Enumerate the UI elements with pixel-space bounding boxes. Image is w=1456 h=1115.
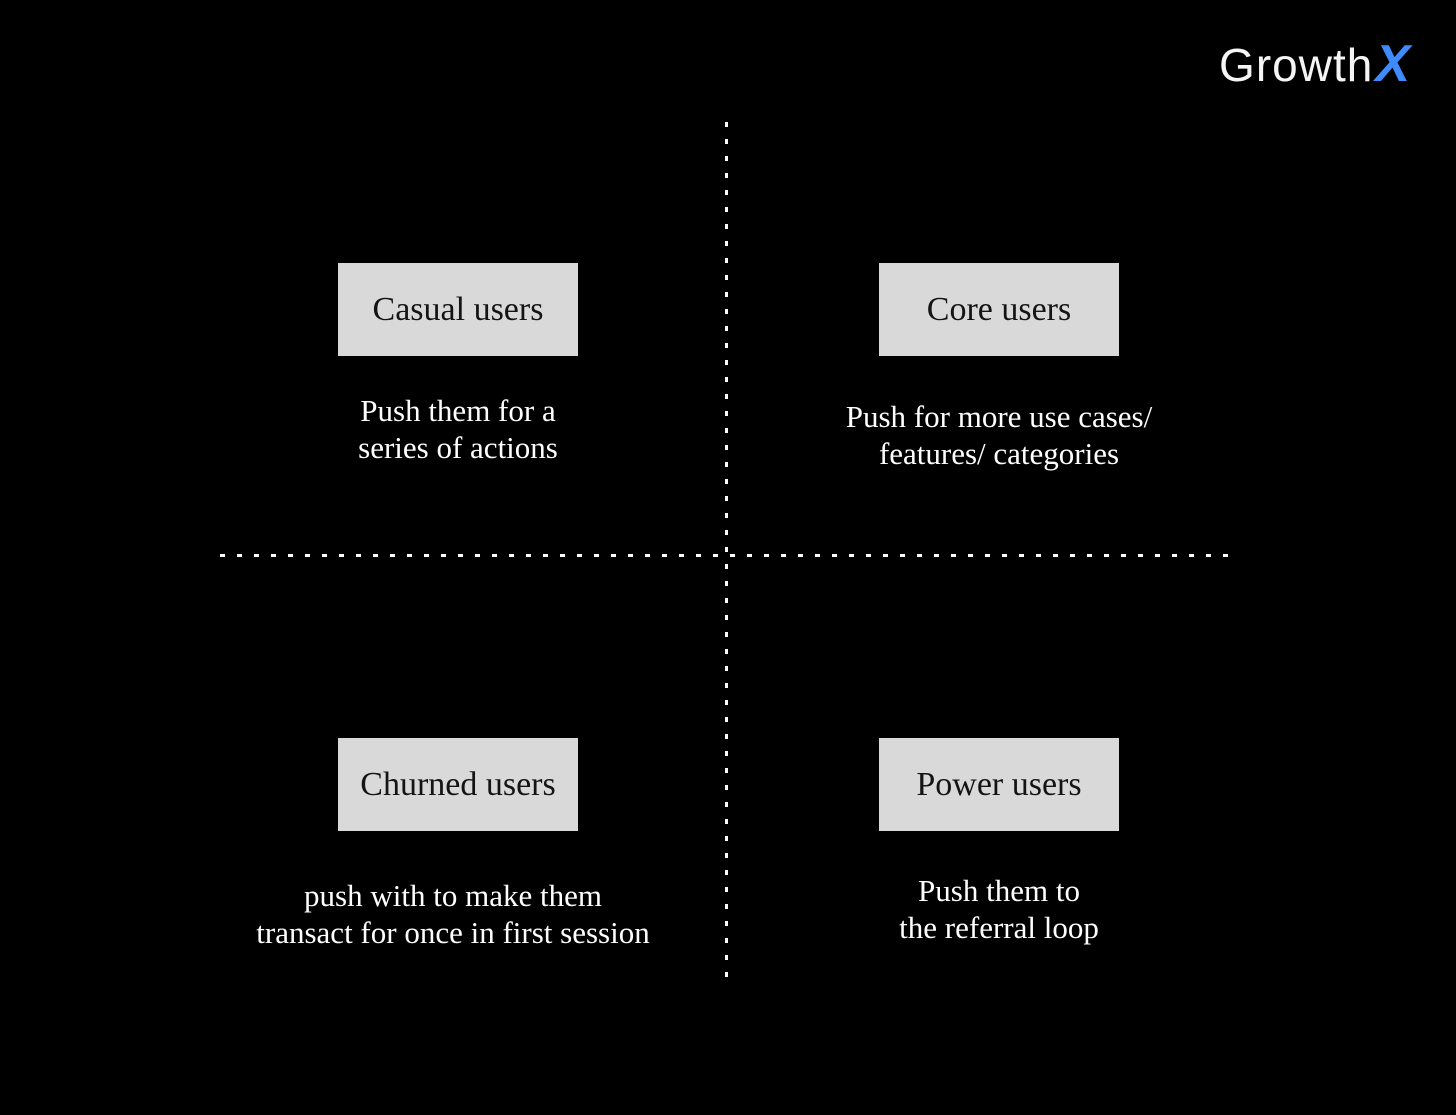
churned-users-description: push with to make them transact for once… xyxy=(256,877,649,951)
casual-users-description-line2: series of actions xyxy=(358,430,558,465)
logo-x-mark: X xyxy=(1375,35,1410,93)
power-users-description: Push them to the referral loop xyxy=(899,872,1099,946)
growthx-logo: Growth X xyxy=(1219,38,1410,92)
power-users-label: Power users xyxy=(916,765,1082,803)
core-users-description: Push for more use cases/ features/ categ… xyxy=(846,398,1153,472)
casual-users-description-line1: Push them for a xyxy=(360,393,556,428)
core-users-description-line1: Push for more use cases/ xyxy=(845,399,1153,434)
churned-users-box: Churned users xyxy=(338,738,578,831)
casual-users-label: Casual users xyxy=(372,290,544,328)
core-users-box: Core users xyxy=(879,263,1119,356)
horizontal-dotted-axis xyxy=(220,554,1238,557)
churned-users-description-line2: transact for once in first session xyxy=(256,915,650,950)
power-users-box: Power users xyxy=(879,738,1119,831)
vertical-dotted-axis xyxy=(725,122,728,985)
core-users-label: Core users xyxy=(926,290,1072,328)
core-users-description-line2: features/ categories xyxy=(878,436,1120,471)
churned-users-description-line1: push with to make them xyxy=(304,878,602,913)
logo-brand-text: Growth xyxy=(1219,39,1374,91)
casual-users-box: Casual users xyxy=(338,263,578,356)
churned-users-label: Churned users xyxy=(360,765,556,803)
power-users-description-line2: the referral loop xyxy=(899,910,1099,945)
power-users-description-line1: Push them to xyxy=(918,873,1080,908)
casual-users-description: Push them for a series of actions xyxy=(358,392,558,466)
